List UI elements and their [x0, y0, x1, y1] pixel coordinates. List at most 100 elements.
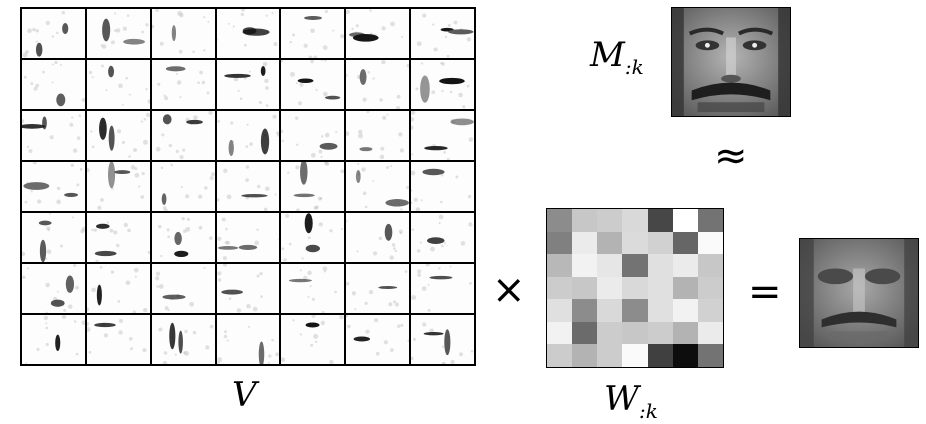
weight-tile — [597, 209, 623, 232]
weight-tile — [697, 254, 723, 277]
basis-part-image — [216, 264, 280, 313]
basis-part-image — [151, 111, 215, 160]
basis-part-image — [411, 60, 474, 109]
basis-part-image — [22, 264, 85, 313]
weight-tile — [647, 209, 673, 232]
weight-tile — [647, 299, 673, 322]
basis-part-image — [346, 60, 410, 109]
approx-operator: ≈ — [714, 133, 748, 179]
weight-tile — [697, 276, 723, 300]
weight-tile — [697, 209, 723, 232]
weight-tile — [572, 209, 598, 232]
weight-tile — [597, 344, 623, 367]
basis-part-image — [151, 9, 215, 58]
weight-tile — [597, 231, 623, 255]
basis-image-grid — [20, 7, 476, 366]
basis-part-image — [281, 111, 345, 160]
basis-part-image — [346, 315, 410, 364]
weight-tile — [672, 299, 698, 322]
weight-tile — [647, 344, 673, 367]
basis-part-image — [411, 264, 474, 313]
weight-tile — [597, 254, 623, 277]
basis-part-image — [411, 315, 474, 364]
basis-part-image — [86, 111, 150, 160]
weight-tile — [572, 321, 598, 345]
weight-tile — [572, 231, 598, 255]
weight-tile — [572, 344, 598, 367]
basis-part-image — [22, 9, 85, 58]
weight-tile — [622, 276, 648, 300]
basis-part-image — [411, 213, 474, 262]
basis-part-image — [86, 315, 150, 364]
weight-tile — [622, 321, 648, 345]
basis-part-image — [281, 60, 345, 109]
basis-part-image — [22, 213, 85, 262]
weight-tile — [647, 321, 673, 345]
basis-part-image — [22, 315, 85, 364]
weight-tile — [697, 231, 723, 255]
weight-tile — [672, 209, 698, 232]
basis-part-image — [346, 213, 410, 262]
reconstructed-face-image — [799, 238, 919, 348]
weight-tile — [647, 231, 673, 255]
basis-part-image — [216, 213, 280, 262]
basis-part-image — [346, 9, 410, 58]
weight-tile — [622, 254, 648, 277]
weight-tile — [622, 299, 648, 322]
basis-part-image — [216, 162, 280, 211]
basis-part-image — [22, 60, 85, 109]
basis-part-image — [281, 315, 345, 364]
basis-part-image — [346, 111, 410, 160]
weight-tile — [697, 299, 723, 322]
basis-part-image — [86, 264, 150, 313]
basis-label: V — [232, 375, 257, 415]
basis-part-image — [151, 264, 215, 313]
basis-part-image — [281, 162, 345, 211]
times-operator: × — [492, 267, 526, 313]
target-label: M:k — [590, 35, 644, 79]
basis-part-image — [411, 111, 474, 160]
weight-tile — [547, 321, 573, 345]
equals-operator: = — [748, 269, 782, 315]
basis-part-image — [151, 213, 215, 262]
weight-tile — [597, 276, 623, 300]
basis-part-image — [216, 315, 280, 364]
weight-tile — [622, 209, 648, 232]
weight-tile — [647, 276, 673, 300]
weights-label: W:k — [604, 379, 658, 423]
weight-tile — [597, 321, 623, 345]
basis-part-image — [216, 111, 280, 160]
basis-part-image — [151, 162, 215, 211]
basis-part-image — [86, 9, 150, 58]
weight-tile — [672, 276, 698, 300]
weight-tile — [622, 231, 648, 255]
basis-part-image — [346, 162, 410, 211]
basis-part-image — [86, 60, 150, 109]
basis-part-image — [411, 162, 474, 211]
weight-tile — [672, 254, 698, 277]
basis-part-image — [86, 213, 150, 262]
weight-tile — [672, 344, 698, 367]
weight-tile — [547, 299, 573, 322]
basis-part-image — [281, 213, 345, 262]
weight-tile — [697, 321, 723, 345]
weight-tile — [647, 254, 673, 277]
basis-part-image — [216, 9, 280, 58]
weight-tile — [572, 254, 598, 277]
basis-part-image — [216, 60, 280, 109]
basis-part-image — [151, 315, 215, 364]
basis-part-image — [346, 264, 410, 313]
weight-tile — [672, 321, 698, 345]
weight-tile — [547, 231, 573, 255]
basis-part-image — [151, 60, 215, 109]
basis-part-image — [86, 162, 150, 211]
weight-tile — [572, 276, 598, 300]
weight-tile — [697, 344, 723, 367]
weights-grid — [546, 208, 724, 368]
weight-tile — [597, 299, 623, 322]
weight-tile — [547, 254, 573, 277]
weight-tile — [547, 344, 573, 367]
weight-tile — [547, 276, 573, 300]
weight-tile — [572, 299, 598, 322]
basis-part-image — [281, 9, 345, 58]
